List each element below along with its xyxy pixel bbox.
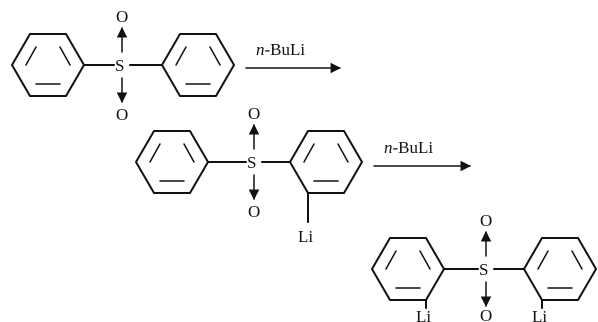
lithium-atom-right-3: Li <box>532 307 547 322</box>
oxygen-atom-bottom-2: O <box>248 202 260 221</box>
phenyl-ring-right-3 <box>523 237 597 301</box>
lithium-atom-2: Li <box>298 227 313 246</box>
reaction-arrow-1: n-BuLi <box>245 40 342 74</box>
reagent-label-1: n-BuLi <box>256 40 305 59</box>
phenyl-ring-left-2 <box>135 130 209 194</box>
phenyl-ring-right <box>161 33 235 97</box>
lithium-atom-left-3: Li <box>416 307 431 322</box>
phenyl-ring-right-2 <box>289 130 363 194</box>
ortho-dilithio-sulfone: S O O Li Li <box>371 211 597 322</box>
oxygen-atom-top-3: O <box>480 211 492 230</box>
reagent-label-2: n-BuLi <box>384 138 433 157</box>
phenyl-ring-left-3 <box>371 237 445 301</box>
phenyl-ring-left <box>11 33 85 97</box>
diphenyl-sulfone: S O O <box>11 7 235 124</box>
oxygen-atom-top-2: O <box>248 104 260 123</box>
ortho-lithio-sulfone: S O O Li <box>135 104 363 246</box>
oxygen-atom-bottom: O <box>116 105 128 124</box>
sulfur-atom-3: S <box>479 260 488 279</box>
sulfur-atom-2: S <box>247 153 256 172</box>
oxygen-atom-top: O <box>116 7 128 26</box>
sulfur-atom: S <box>115 56 124 75</box>
reaction-arrow-2: n-BuLi <box>373 138 472 172</box>
oxygen-atom-bottom-3: O <box>480 306 492 322</box>
